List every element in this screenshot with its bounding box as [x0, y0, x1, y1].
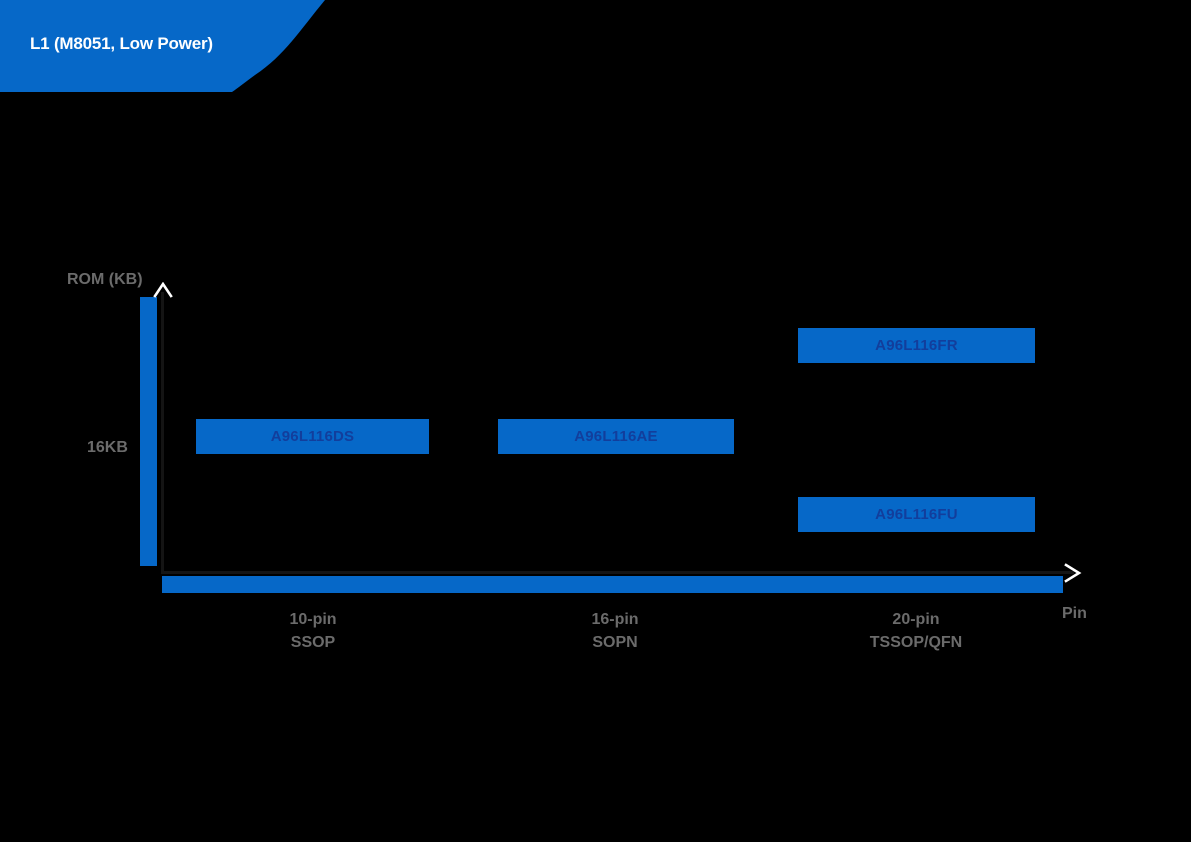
header-title: L1 (M8051, Low Power) — [30, 34, 213, 53]
product-box-a96l116fu[interactable]: A96L116FU — [798, 497, 1035, 532]
x-axis-tick-16-pin: 16-pin SOPN — [591, 608, 638, 654]
arrow-up-icon — [153, 281, 173, 298]
product-box-a96l116ae[interactable]: A96L116AE — [498, 419, 734, 454]
tick-line1: 16-pin — [591, 611, 639, 628]
tick-line2: SOPN — [592, 634, 638, 651]
tick-line1: 10-pin — [289, 611, 337, 628]
tick-line2: TSSOP/QFN — [869, 634, 963, 651]
y-axis-title: ROM (KB) — [67, 271, 143, 288]
product-label: A96L116DS — [270, 428, 355, 445]
x-axis-tick-20-pin: 20-pin TSSOP/QFN — [870, 608, 962, 654]
y-axis-blue-bar — [140, 297, 157, 566]
header-ribbon — [0, 0, 340, 93]
product-box-a96l116ds[interactable]: A96L116DS — [196, 419, 429, 454]
product-label: A96L116FR — [875, 337, 958, 354]
tick-line1: 20-pin — [892, 611, 940, 628]
header-ribbon-shape — [0, 0, 325, 92]
tick-line2: SSOP — [290, 634, 336, 651]
x-axis-tick-10-pin: 10-pin SSOP — [289, 608, 336, 654]
product-label: A96L116AE — [574, 428, 658, 445]
x-axis-blue-bar — [162, 576, 1063, 593]
y-axis-tick-label: 16KB — [87, 439, 128, 456]
ribbon-path — [0, 0, 325, 92]
x-axis-title: Pin — [1062, 605, 1087, 622]
product-box-a96l116fr[interactable]: A96L116FR — [798, 328, 1035, 363]
arrow-right-icon — [1064, 563, 1082, 583]
y-axis-line — [161, 292, 164, 574]
product-label: A96L116FU — [875, 506, 958, 523]
x-axis-line — [161, 571, 1074, 574]
